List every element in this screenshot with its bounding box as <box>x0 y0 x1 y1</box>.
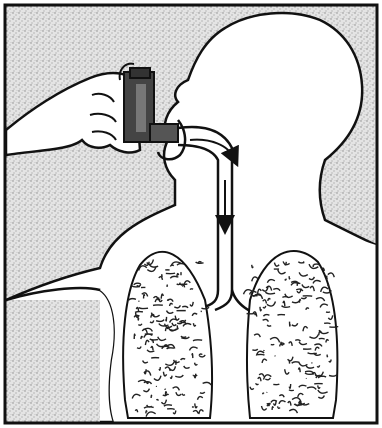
lung-texture-stroke <box>267 404 271 405</box>
lung-texture-stroke <box>326 312 330 313</box>
lung-texture-stroke <box>329 326 338 327</box>
lung-texture-stroke <box>319 338 325 339</box>
lung-texture-stroke <box>151 358 159 359</box>
lung-texture-stroke <box>166 273 175 274</box>
lung-texture-stroke <box>134 334 135 339</box>
lung-texture-stroke <box>282 297 287 298</box>
lower-left-background <box>6 300 100 422</box>
lung-texture-stroke <box>192 354 193 358</box>
lung-texture-stroke <box>313 265 314 267</box>
lung-texture-stroke <box>190 289 193 290</box>
lung-texture-stroke <box>289 276 290 279</box>
lung-texture-stroke <box>277 315 285 316</box>
lung-texture-stroke <box>294 282 299 283</box>
lung-texture-stroke <box>166 317 167 321</box>
lung-texture-stroke <box>324 323 330 324</box>
lung-texture-stroke <box>273 384 279 385</box>
lung-texture-stroke <box>257 354 264 355</box>
lung-texture-stroke <box>290 322 291 326</box>
lung-texture-stroke <box>151 395 152 398</box>
lung-texture-stroke <box>177 325 178 329</box>
